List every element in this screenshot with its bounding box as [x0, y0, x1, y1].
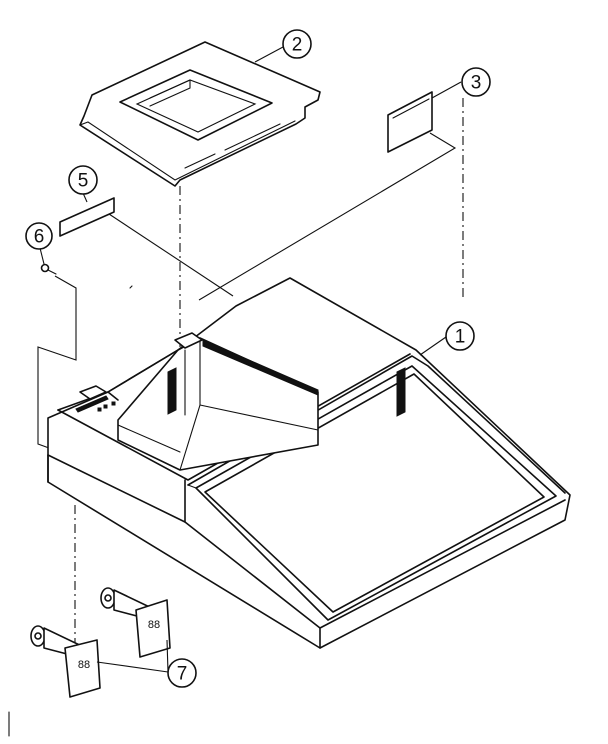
part-7-bracket-right: 88 [100, 587, 171, 658]
callout-3: 3 [461, 67, 491, 97]
part-3-plate [387, 91, 433, 153]
callout-2-label: 2 [292, 35, 303, 56]
callout-leaders [39, 46, 462, 673]
callout-7-label: 7 [177, 664, 188, 685]
part-5-label-strip [59, 197, 115, 237]
callout-5: 5 [68, 165, 98, 195]
bracket-marking-right: 88 [148, 619, 160, 631]
callout-7: 7 [167, 658, 197, 688]
callout-6-label: 6 [34, 227, 45, 248]
callout-1-label: 1 [455, 327, 466, 348]
part-2-cover-plate [79, 41, 321, 187]
callout-3-label: 3 [471, 73, 482, 94]
callout-6: 6 [25, 222, 53, 250]
part-6-screw [40, 263, 57, 275]
callout-2: 2 [282, 29, 312, 59]
callout-5-label: 5 [78, 171, 89, 192]
part-1-housing [47, 277, 571, 649]
part-7-bracket-left: 88 [30, 625, 101, 698]
bracket-marking-left: 88 [78, 659, 90, 671]
callout-1: 1 [445, 321, 475, 351]
